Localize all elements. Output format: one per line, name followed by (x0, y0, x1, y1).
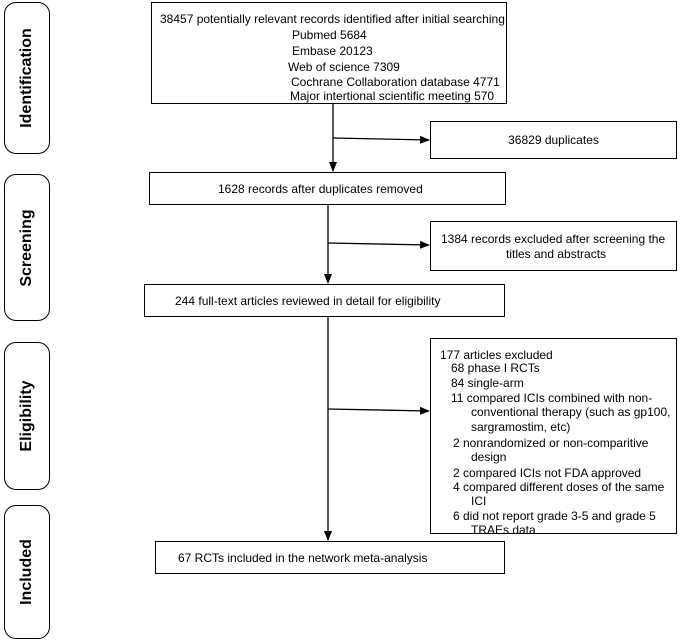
identification-main-text: 38457 potentially relevant records ident… (160, 12, 505, 26)
excluded-articles-title: 177 articles excluded (440, 348, 553, 362)
source-meeting: Major intertional scientific meeting 570 (290, 89, 495, 103)
included-box: 67 RCTs included in the network meta-ana… (155, 541, 505, 574)
excluded-reason: 6 did not report grade 3-5 and grade 5 (453, 509, 656, 523)
arrow-to-duplicates (332, 135, 430, 144)
excluded-reason: 2 compared ICIs not FDA approved (453, 466, 642, 480)
excluded-reason: 2 nonrandomized or non-comparitive (453, 436, 649, 450)
arrow-to-screening-excluded (327, 240, 430, 249)
after-duplicates-text: 1628 records after duplicates removed (218, 182, 423, 196)
screening-excluded-box: 1384 records excluded after screening th… (430, 221, 677, 271)
excluded-articles-box: 177 articles excluded 68 phase I RCTs 84… (430, 338, 677, 537)
screening-excluded-line-1: 1384 records excluded after screening th… (441, 232, 666, 246)
source-web-of-science: Web of science 7309 (288, 60, 400, 74)
arrow-to-excluded-articles (327, 406, 430, 415)
excluded-reason: 4 compared different doses of the same (453, 480, 665, 494)
duplicates-box: 36829 duplicates (430, 121, 677, 159)
duplicates-text: 36829 duplicates (508, 133, 599, 147)
identification-box: 38457 potentially relevant records ident… (151, 2, 507, 104)
excluded-reason: 68 phase I RCTs (451, 361, 540, 375)
stage-screening: Screening (4, 174, 50, 321)
stage-identification: Identification (4, 2, 50, 154)
excluded-reason: conventional therapy (such as gp100, (471, 405, 671, 419)
screening-excluded-line-2: titles and abstracts (506, 247, 607, 261)
excluded-reason: 84 single-arm (451, 376, 524, 390)
source-pubmed: Pubmed 5684 (292, 28, 367, 42)
excluded-reason: TRAEs data (471, 523, 536, 537)
source-embase: Embase 20123 (292, 44, 373, 58)
fulltext-text: 244 full-text articles reviewed in detai… (175, 294, 441, 308)
fulltext-box: 244 full-text articles reviewed in detai… (144, 284, 505, 317)
source-cochrane: Cochrane Collaboration database 4771 (291, 75, 500, 89)
included-text: 67 RCTs included in the network meta-ana… (178, 551, 428, 565)
stage-included: Included (4, 505, 50, 639)
excluded-reason: ICI (471, 494, 487, 508)
stage-eligibility: Eligibility (4, 342, 50, 490)
excluded-reason: design (471, 450, 507, 464)
excluded-reason: 11 compared ICIs combined with non- (451, 391, 653, 405)
after-duplicates-box: 1628 records after duplicates removed (149, 172, 506, 205)
excluded-reason: sargramostim, etc) (471, 420, 571, 434)
